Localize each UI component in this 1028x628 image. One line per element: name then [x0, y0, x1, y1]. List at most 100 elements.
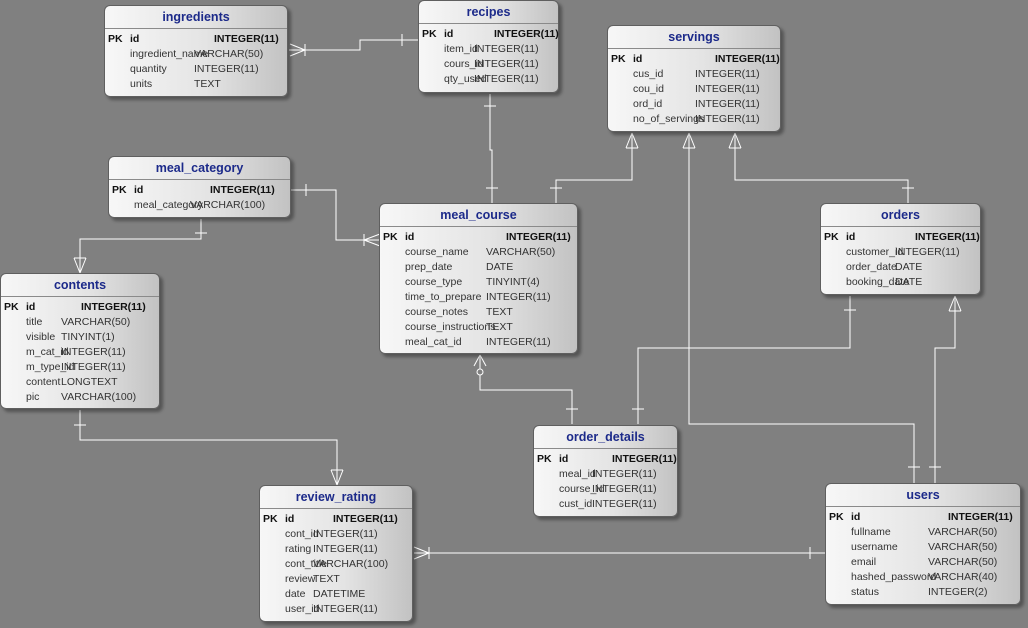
column-type: DATE — [486, 261, 514, 273]
column-name: qty_used — [444, 73, 487, 85]
column-key: PK — [112, 184, 127, 196]
column-name: ingredient_name — [130, 48, 209, 60]
column-name: id — [444, 28, 454, 40]
link-servings-orders — [728, 132, 914, 204]
column-name: visible — [26, 331, 56, 343]
column-key: PK — [611, 53, 626, 65]
column-key: PK — [829, 511, 844, 523]
column-type: INTEGER(11) — [715, 53, 780, 65]
column-name: pic — [26, 391, 40, 403]
column-type: INTEGER(11) — [948, 511, 1013, 523]
column-type: INTEGER(11) — [313, 543, 378, 555]
column-type: INTEGER(11) — [494, 28, 559, 40]
column-name: order_date — [846, 261, 897, 273]
primary-key-row: PK id INTEGER(11) — [419, 27, 559, 42]
column-type: INTEGER(11) — [695, 83, 760, 95]
column-key: PK — [422, 28, 437, 40]
column-type: TINYINT(1) — [61, 331, 115, 343]
entity-title: servings — [608, 26, 780, 49]
column-name: id — [559, 453, 569, 465]
column-name: meal_category — [134, 199, 203, 211]
column-row: prep_date DATE — [380, 260, 577, 275]
column-type: INTEGER(11) — [81, 301, 146, 313]
entity-title: ingredients — [105, 6, 287, 29]
column-name: date — [285, 588, 306, 600]
column-name: course_instructions — [405, 321, 496, 333]
link-orders-order-details — [632, 296, 856, 424]
column-name: id — [846, 231, 856, 243]
column-name: m_cat_id — [26, 346, 69, 358]
column-row: visible TINYINT(1) — [1, 330, 159, 345]
column-name: id — [633, 53, 643, 65]
column-type: VARCHAR(50) — [928, 541, 998, 553]
entity-title: meal_category — [109, 157, 290, 180]
column-type: INTEGER(11) — [214, 33, 279, 45]
column-type: INTEGER(11) — [592, 468, 657, 480]
entity-title: recipes — [419, 1, 558, 24]
column-name: prep_date — [405, 261, 453, 273]
column-row: fullname VARCHAR(50) — [826, 525, 1020, 540]
column-name: status — [851, 586, 880, 598]
column-name: cours_id — [444, 58, 484, 70]
column-type: TEXT — [486, 321, 513, 333]
column-name: cont_id — [285, 528, 319, 540]
column-name: fullname — [851, 526, 891, 538]
column-name: m_type_id — [26, 361, 75, 373]
column-type: INTEGER(11) — [695, 113, 760, 125]
column-name: title — [26, 316, 43, 328]
column-name: review — [285, 573, 316, 585]
entity-title: order_details — [534, 426, 677, 449]
column-name: email — [851, 556, 877, 568]
column-name: cus_id — [633, 68, 664, 80]
column-type: VARCHAR(50) — [928, 526, 998, 538]
column-name: id — [134, 184, 144, 196]
entity-title: meal_course — [380, 204, 577, 227]
column-key: PK — [383, 231, 398, 243]
column-type: TEXT — [313, 573, 340, 585]
column-name: cont_title — [285, 558, 328, 570]
column-type: INTEGER(11) — [592, 483, 657, 495]
column-type: DATE — [895, 276, 923, 288]
link-review-rating-users — [413, 546, 827, 560]
column-type: INTEGER(11) — [474, 43, 539, 55]
column-name: customer_id — [846, 246, 904, 258]
column-name: user_id — [285, 603, 320, 615]
column-type: VARCHAR(40) — [928, 571, 998, 583]
column-type: INTEGER(11) — [474, 73, 539, 85]
column-name: username — [851, 541, 898, 553]
